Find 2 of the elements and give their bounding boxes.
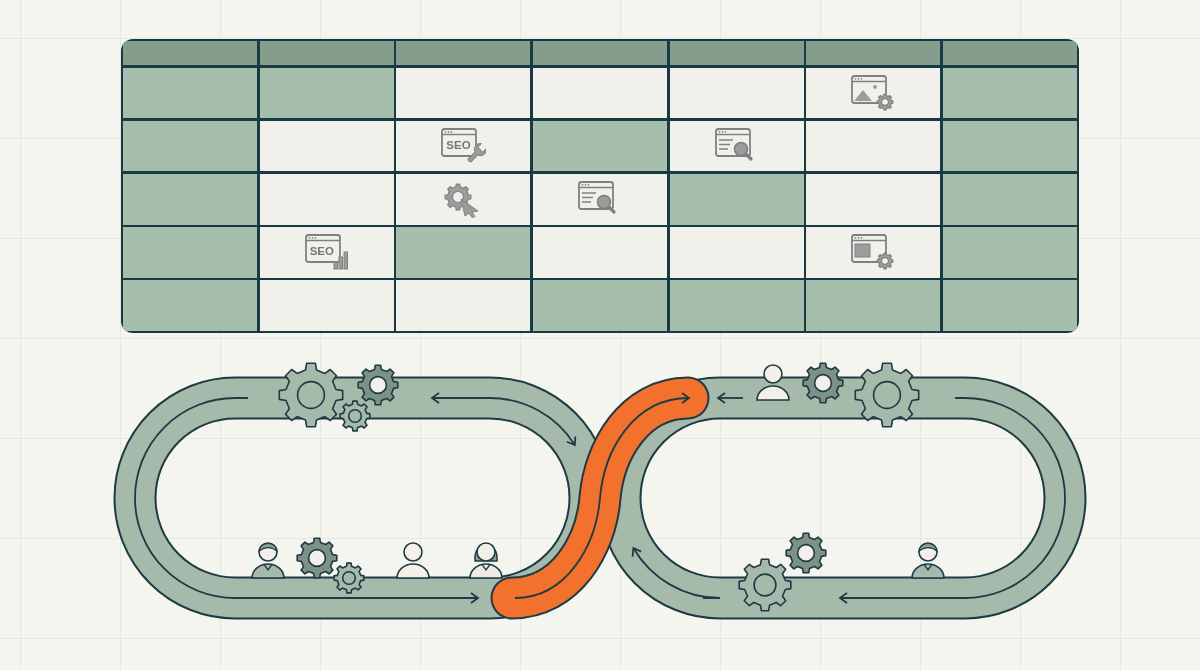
icon-label: SEO xyxy=(446,139,471,152)
icon-label: SEO xyxy=(309,245,334,258)
